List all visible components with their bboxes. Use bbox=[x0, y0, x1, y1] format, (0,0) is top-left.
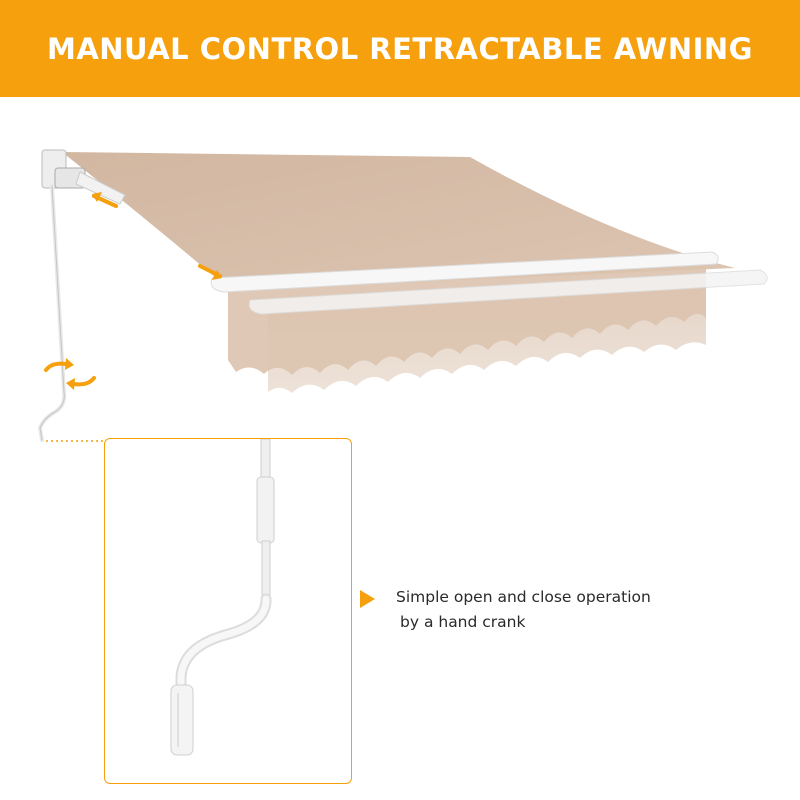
front-bar-lower bbox=[248, 269, 768, 315]
crank-rod bbox=[37, 184, 67, 442]
banner-title: MANUAL CONTROL RETRACTABLE AWNING bbox=[46, 31, 753, 66]
front-bar bbox=[210, 251, 719, 293]
callout-text: Simple open and close operation by a han… bbox=[396, 585, 651, 635]
callout-line-1: Simple open and close operation bbox=[396, 588, 651, 606]
hand-crank-closeup bbox=[170, 438, 275, 756]
awning-fabric bbox=[62, 152, 735, 290]
arrow-icon bbox=[198, 264, 222, 280]
triangle-arrow-icon bbox=[360, 590, 375, 608]
rotate-icon bbox=[44, 358, 96, 390]
callout-line-2: by a hand crank bbox=[400, 613, 526, 631]
arrow-icon bbox=[92, 192, 118, 208]
arm-joint bbox=[75, 171, 126, 205]
crank-detail-box bbox=[104, 438, 352, 784]
title-banner: MANUAL CONTROL RETRACTABLE AWNING bbox=[0, 0, 800, 97]
